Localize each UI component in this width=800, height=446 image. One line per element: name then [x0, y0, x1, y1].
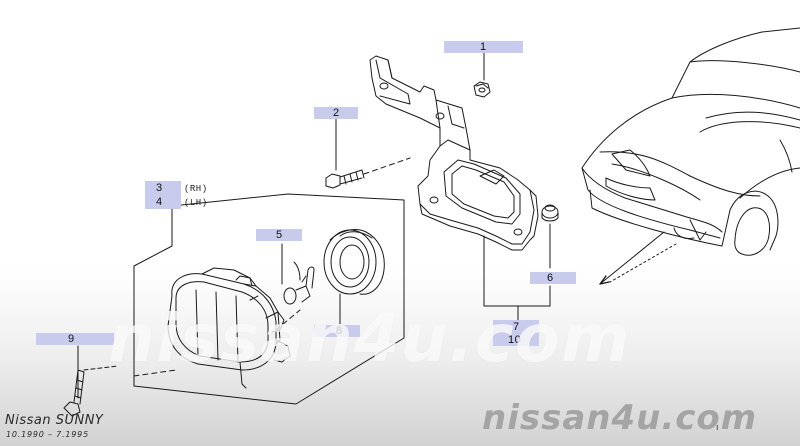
car-front-illustration [581, 27, 800, 285]
production-years-label: 10.1990 – 7.1995 [6, 430, 89, 439]
callout-number-5: 5 [276, 229, 283, 241]
vehicle-model-label: Nissan SUNNY [5, 413, 104, 428]
callout-side-lh: (LH) [184, 198, 208, 208]
callout-number-3: 3 [156, 182, 163, 194]
callout-number-1: 1 [480, 41, 487, 53]
callout-highlight-2 [314, 107, 358, 119]
watermark-large: nissan4u.com [108, 300, 631, 377]
callout-highlight-8 [314, 325, 360, 337]
callout-highlight-7-10 [493, 320, 539, 346]
fog-lamp-unit [167, 267, 291, 389]
callout-number-10: 10 [508, 334, 522, 346]
callout-highlight-5 [256, 229, 302, 241]
callout-highlight-9 [36, 333, 114, 345]
callout-number-8: 8 [336, 325, 343, 337]
callout-highlight-1 [444, 41, 523, 53]
callout-side-rh: (RH) [184, 184, 208, 194]
callout-number-4: 4 [156, 196, 163, 208]
screw-part-9 [63, 345, 119, 417]
nut-part-1 [473, 51, 491, 98]
callout-number-6: 6 [547, 272, 554, 284]
callout-number-2: 2 [333, 107, 340, 119]
callout-number-9: 9 [68, 333, 75, 345]
bracket-part-7-10 [369, 55, 551, 323]
callout-highlight-3-4 [145, 181, 181, 209]
cover-part-8 [323, 229, 385, 325]
bulb-part-5 [281, 243, 315, 305]
watermark-small: nissan4u.com [482, 398, 758, 438]
bolt-part-2 [325, 117, 411, 189]
corner-mark: ı [716, 422, 719, 432]
grommet-part-6 [541, 204, 559, 269]
callout-highlight-6 [530, 272, 576, 284]
callout-number-7: 7 [513, 321, 520, 333]
